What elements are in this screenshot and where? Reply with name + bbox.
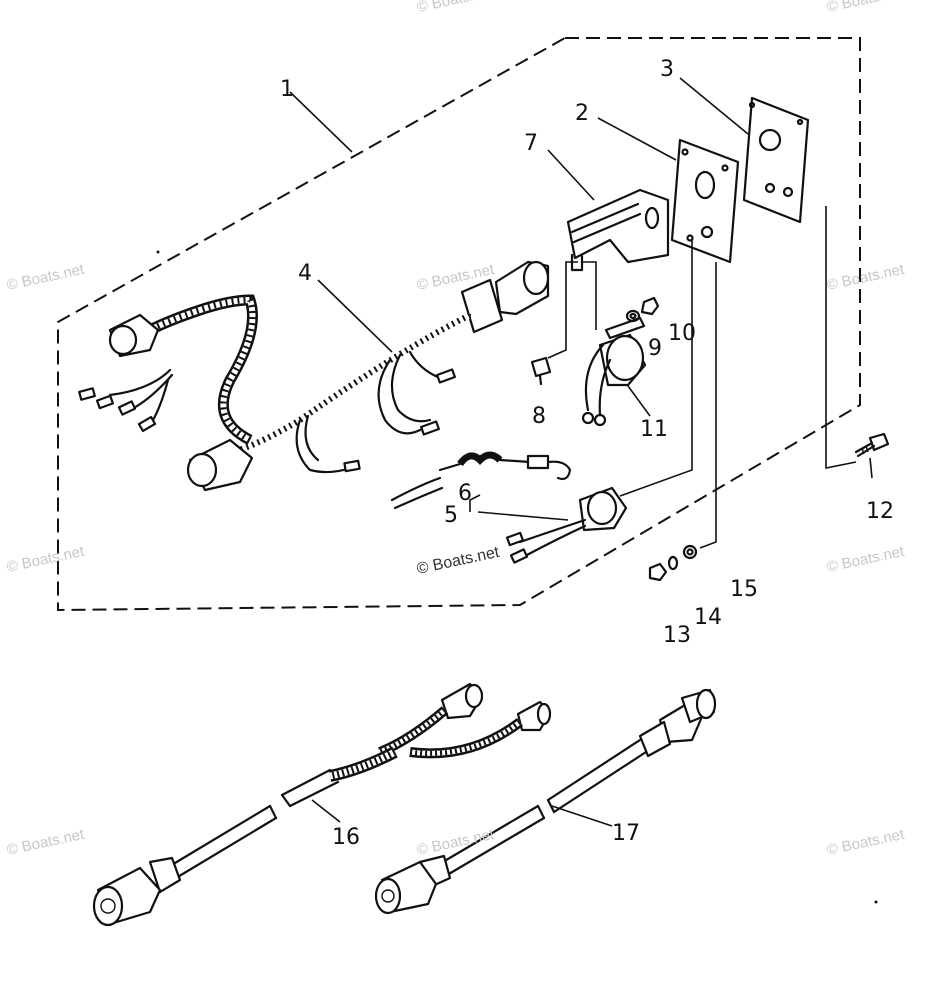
leader-bracket-screw <box>547 261 578 359</box>
leader-bracket-switch <box>583 261 597 330</box>
kit-boundary <box>57 37 861 612</box>
part-9-nut[interactable] <box>625 309 641 323</box>
speck <box>874 900 878 904</box>
part-5-stop-switch[interactable] <box>505 486 628 564</box>
callout-13: 13 <box>663 623 691 648</box>
part-3-plate[interactable] <box>742 96 810 224</box>
callout-14: 14 <box>694 605 722 630</box>
leader-17 <box>551 805 613 827</box>
watermark: © Boats.net <box>825 826 906 859</box>
leader-plate2-harness <box>619 240 693 497</box>
watermark: © Boats.net <box>5 261 86 294</box>
callout-16: 16 <box>332 825 360 850</box>
callout-11: 11 <box>640 417 668 442</box>
callout-7: 7 <box>524 131 538 156</box>
watermark: © Boats.net <box>825 261 906 294</box>
leader-1 <box>289 91 353 153</box>
callout-9: 9 <box>648 336 662 361</box>
part-14-washer[interactable] <box>667 555 679 571</box>
leader-2 <box>597 117 677 161</box>
leader-5a <box>477 511 569 521</box>
callout-6: 6 <box>458 481 472 506</box>
part-4-wiring-harness[interactable] <box>78 260 550 492</box>
part-11-switch[interactable] <box>581 316 647 427</box>
callout-8: 8 <box>532 404 546 429</box>
leader-7 <box>547 149 595 201</box>
part-15-washer[interactable] <box>682 544 698 560</box>
callout-17: 17 <box>612 821 640 846</box>
watermark: © Boats.net <box>5 826 86 859</box>
callout-3: 3 <box>660 57 674 82</box>
part-13-nut[interactable] <box>648 562 668 582</box>
leader-11 <box>627 385 651 417</box>
part-6-lanyard-cord[interactable] <box>390 451 572 510</box>
callout-10: 10 <box>668 321 696 346</box>
leader-16 <box>311 799 341 823</box>
watermark: © Boats.net <box>825 543 906 576</box>
callout-15: 15 <box>730 577 758 602</box>
speck <box>156 250 160 254</box>
watermark: © Boats.net <box>415 0 496 16</box>
part-17-extension-cable[interactable] <box>374 688 717 915</box>
part-12-bolt[interactable] <box>854 432 890 458</box>
part-16-extension-harness[interactable] <box>92 682 552 927</box>
leader-4 <box>317 279 393 353</box>
watermark: © Boats.net <box>5 543 86 576</box>
callout-5: 5 <box>444 503 458 528</box>
watermark: © Boats.net <box>415 544 501 578</box>
part-10-nut[interactable] <box>640 296 660 316</box>
leader-5b <box>469 494 481 512</box>
callout-12: 12 <box>866 499 894 524</box>
callout-2: 2 <box>575 101 589 126</box>
leader-plate2-washers <box>699 262 717 549</box>
part-8-screw[interactable] <box>530 356 552 386</box>
callout-1: 1 <box>280 77 294 102</box>
leader-3 <box>679 77 749 135</box>
leader-12 <box>869 457 873 479</box>
watermark: © Boats.net <box>825 0 906 16</box>
part-2-plate[interactable] <box>670 138 740 264</box>
part-7-bracket[interactable] <box>566 188 670 272</box>
leader-plate3-screw <box>825 206 857 469</box>
callout-4: 4 <box>298 261 312 286</box>
